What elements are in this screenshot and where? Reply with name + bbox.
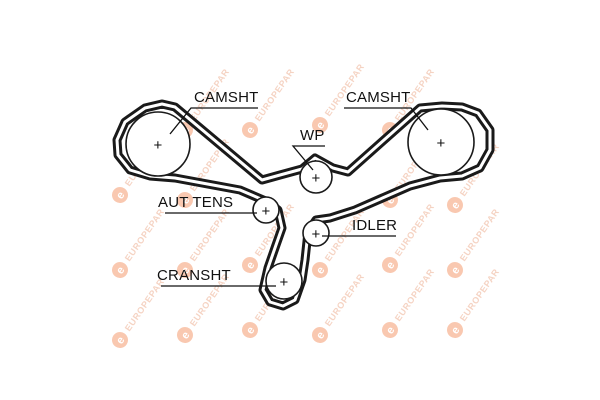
watermark-badge-letter: e [314, 265, 327, 277]
pulley-center-marker: + [280, 274, 289, 291]
watermark-badge-letter: e [314, 330, 327, 342]
watermark-badge-letter: e [449, 265, 462, 277]
pulley-water-pump: + [299, 160, 333, 194]
leader-camsht-left [169, 107, 258, 135]
watermark-text: EUROPEPAR [458, 267, 502, 323]
watermark-badge-letter: e [314, 120, 327, 132]
label-auto-tensioner: AUT TENS [158, 194, 233, 211]
watermark-logo: e EUROPEPAR [312, 272, 367, 343]
watermark-text: EUROPEPAR [393, 202, 437, 258]
watermark-badge-letter: e [114, 190, 127, 202]
watermark-badge-letter: e [244, 325, 257, 337]
label-idler: IDLER [352, 217, 397, 234]
watermark-logo: e EUROPEPAR [382, 267, 437, 338]
leader-lines [161, 107, 429, 287]
watermark-logo: e EUROPEPAR [112, 277, 167, 348]
leader-wp [291, 145, 325, 171]
watermark-badge-letter: e [179, 195, 192, 207]
watermark-badge-letter: e [114, 335, 127, 347]
leader-camsht-right [344, 107, 429, 131]
watermark-text: EUROPEPAR [188, 207, 232, 263]
watermark-badge-letter: e [244, 125, 257, 137]
watermark-text: EUROPEPAR [123, 277, 167, 333]
watermark-badge-letter: e [384, 195, 397, 207]
watermark-badge-letter: e [179, 330, 192, 342]
belt-inner-edge [115, 102, 492, 308]
pulley-auto-tensioner: + [252, 196, 280, 224]
watermark-text: EUROPEPAR [458, 207, 502, 263]
watermark-text: EUROPEPAR [123, 207, 167, 263]
label-crankshaft: CRANSHT [157, 267, 231, 284]
watermark-badge-letter: e [449, 200, 462, 212]
watermark-badge-letter: e [179, 265, 192, 277]
pulley-camshaft-left: + [125, 111, 191, 177]
label-water-pump: WP [300, 127, 325, 144]
pulley-center-marker: + [262, 203, 271, 220]
watermark-logo: e EUROPEPAR [382, 202, 437, 273]
label-camshaft-right: CAMSHT [346, 89, 411, 106]
watermark-text: EUROPEPAR [393, 267, 437, 323]
pulley-center-marker: + [154, 137, 163, 154]
pulley-center-marker: + [312, 226, 321, 243]
label-camshaft-left: CAMSHT [194, 89, 259, 106]
pulley-camshaft-right: + [407, 108, 475, 176]
pulley-crankshaft: + [265, 262, 303, 300]
watermark-badge-letter: e [384, 260, 397, 272]
timing-belt [112, 99, 495, 311]
pulley-idler: + [302, 219, 330, 247]
watermark-text: EUROPEPAR [253, 67, 297, 123]
watermark-badge-letter: e [244, 260, 257, 272]
pulley-center-marker: + [437, 135, 446, 152]
watermark-badge-letter: e [384, 325, 397, 337]
watermark-badge-letter: e [114, 265, 127, 277]
watermark-badge-letter: e [449, 325, 462, 337]
pulley-center-marker: + [312, 170, 321, 187]
watermark-text: EUROPEPAR [323, 272, 367, 328]
